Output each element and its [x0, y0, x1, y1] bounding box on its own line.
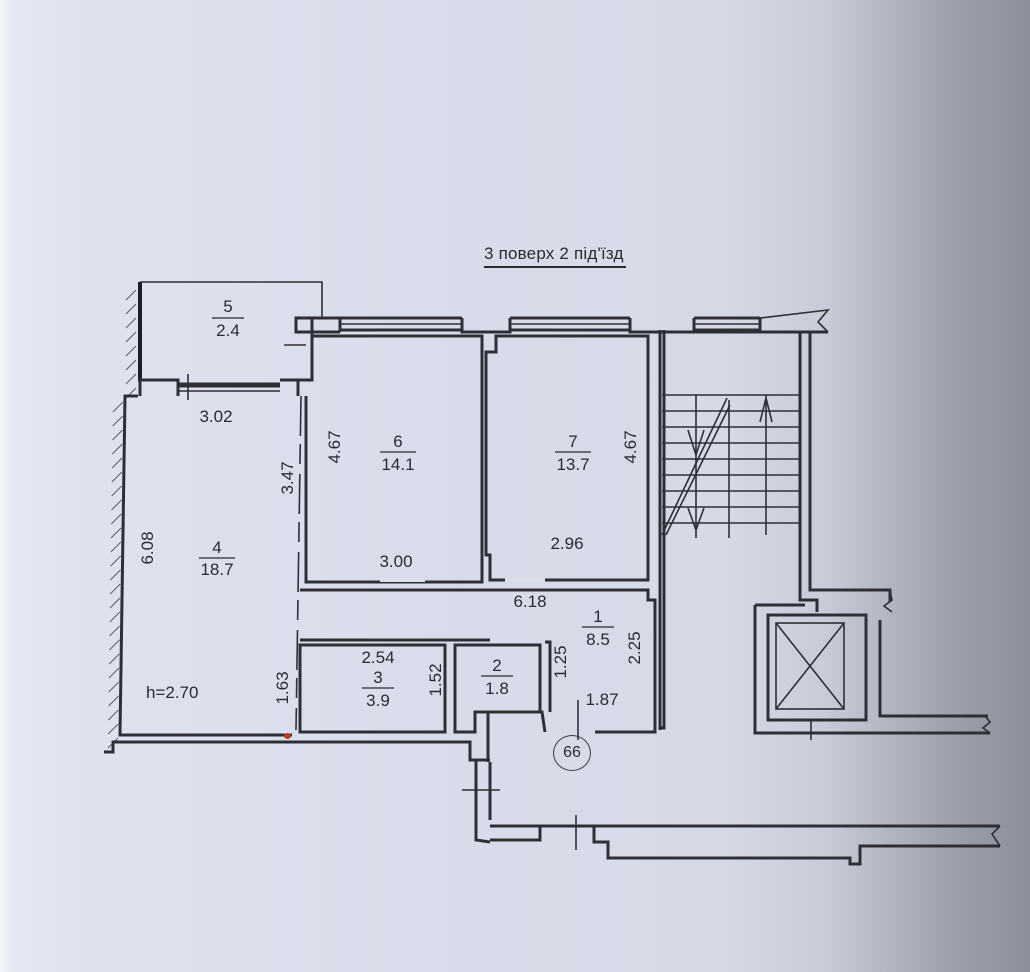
room-2-walls	[453, 643, 542, 734]
svg-text:13.7: 13.7	[556, 455, 589, 474]
elevator-shaft	[753, 603, 992, 740]
balcony-outline	[140, 281, 323, 318]
svg-text:1.8: 1.8	[485, 679, 509, 698]
room-7-walls	[484, 334, 650, 582]
svg-text:4.67: 4.67	[325, 430, 344, 463]
svg-text:4.67: 4.67	[621, 430, 640, 463]
svg-text:2.54: 2.54	[361, 648, 394, 667]
svg-text:1.52: 1.52	[426, 663, 445, 696]
room-3-walls	[298, 638, 490, 734]
svg-text:1.87: 1.87	[585, 690, 618, 709]
svg-text:6: 6	[393, 432, 402, 451]
svg-text:2.25: 2.25	[625, 631, 644, 664]
svg-text:3.9: 3.9	[366, 691, 390, 710]
svg-text:3.02: 3.02	[199, 407, 232, 426]
red-mark	[284, 733, 291, 739]
svg-text:2.4: 2.4	[216, 321, 240, 340]
svg-text:3.47: 3.47	[278, 461, 297, 494]
plan-title: 3 поверх 2 під'їзд	[484, 244, 626, 268]
paper-edge	[0, 0, 14, 972]
common-corridor	[462, 760, 1001, 866]
room-4-walls	[118, 394, 292, 737]
svg-text:2.96: 2.96	[550, 534, 583, 553]
svg-text:6.18: 6.18	[513, 592, 546, 611]
apartment-number-marker: 66	[553, 735, 591, 771]
svg-text:5: 5	[223, 297, 232, 316]
svg-text:h=2.70: h=2.70	[146, 683, 198, 702]
svg-text:1: 1	[593, 607, 602, 626]
svg-text:14.1: 14.1	[381, 455, 414, 474]
svg-text:8.5: 8.5	[586, 630, 610, 649]
svg-text:6.08: 6.08	[138, 531, 157, 564]
svg-text:3: 3	[373, 668, 382, 687]
room-labels: 5 2.4 3.02 4 18.7 h=2.70 6 14.1 3.00 7 1…	[138, 297, 644, 710]
svg-text:18.7: 18.7	[200, 560, 233, 579]
stairwell	[661, 330, 893, 613]
svg-text:2: 2	[492, 656, 501, 675]
svg-text:4: 4	[212, 538, 221, 557]
svg-text:3.00: 3.00	[379, 552, 412, 571]
svg-text:1.25: 1.25	[551, 645, 570, 678]
svg-text:1.63: 1.63	[273, 671, 292, 704]
room-6-walls	[304, 334, 484, 584]
svg-text:7: 7	[568, 432, 577, 451]
